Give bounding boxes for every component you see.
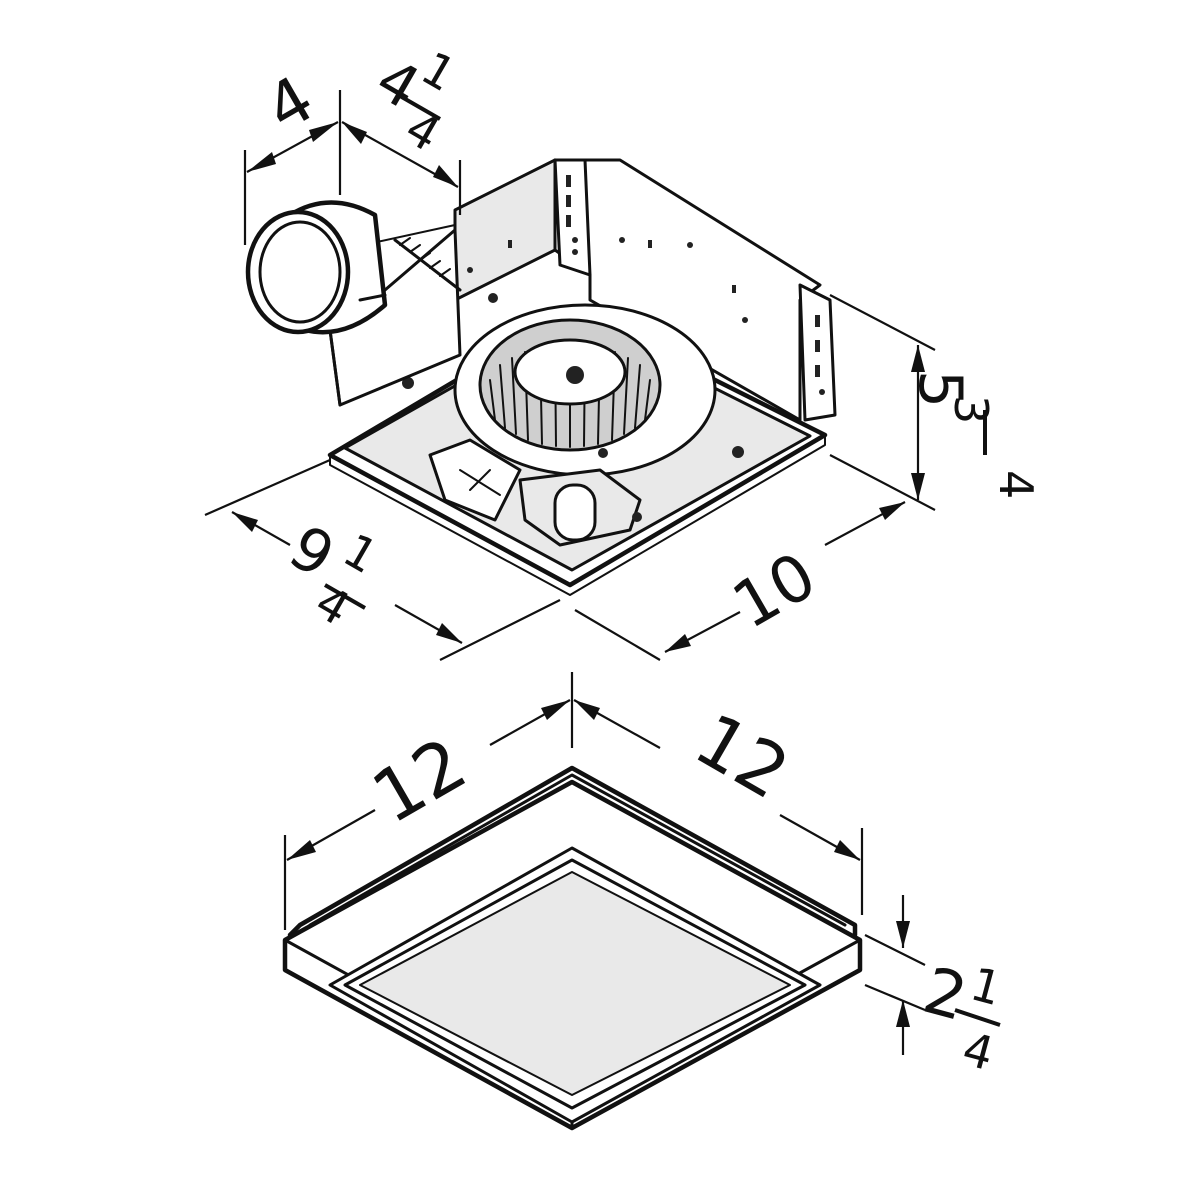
arrowhead	[834, 840, 860, 860]
arrowhead	[433, 165, 458, 187]
grille-height-whole: 2	[916, 954, 974, 1036]
extension-line	[864, 934, 926, 966]
damper-rod-thread	[399, 237, 451, 277]
duct-collar-opening	[245, 209, 351, 335]
frame-screw	[598, 448, 608, 458]
frame-screw	[632, 512, 642, 522]
arrowhead	[541, 700, 570, 720]
grille-height-den: 4	[957, 1021, 999, 1081]
extension-line	[574, 609, 661, 661]
duct-transition-edge	[328, 328, 342, 407]
extension-line	[829, 454, 936, 511]
arrowhead	[896, 1000, 910, 1027]
duct-collar-tab	[358, 293, 387, 302]
arrowhead	[342, 122, 367, 144]
arrowhead	[436, 623, 462, 643]
dimension-grille-height: 2 1 4	[864, 895, 1007, 1081]
grille-width-label: 12	[359, 721, 480, 840]
duct-collar-inner	[258, 220, 342, 324]
arrowhead	[665, 634, 691, 652]
arrowhead	[911, 345, 925, 372]
arrowhead	[287, 840, 316, 860]
arrowhead	[574, 700, 600, 720]
motor-detail	[459, 469, 501, 496]
motor-capacitor	[553, 483, 597, 542]
housing-height-whole: 5	[905, 370, 975, 408]
housing-height-den: 4	[989, 470, 1043, 499]
fan-housing	[245, 158, 837, 596]
arrowhead	[309, 122, 338, 142]
arrowhead	[879, 502, 905, 520]
dimension-housing-height: 5 3 4	[829, 294, 1043, 511]
grille	[282, 765, 863, 1131]
extension-line	[439, 599, 561, 661]
housing-height-num: 3	[944, 395, 998, 424]
grille-length-label: 12	[682, 697, 803, 816]
arrowhead	[247, 152, 276, 172]
housing-length-label: 10	[721, 539, 829, 644]
grille-rim-edge	[308, 773, 847, 927]
arrowhead	[911, 473, 925, 500]
grille-lens	[359, 871, 791, 1096]
fraction-bar	[399, 94, 441, 121]
frame-screw	[402, 377, 414, 389]
arrowhead	[896, 921, 910, 948]
extension-line	[204, 458, 331, 517]
fraction-bar	[324, 583, 366, 610]
extension-line	[864, 983, 926, 1012]
frame-screw	[732, 446, 744, 458]
housing-back-left-panel	[453, 158, 557, 302]
fraction-bar	[954, 1008, 1001, 1027]
arrowhead	[232, 512, 258, 532]
duct-offset-den: 4	[397, 101, 449, 162]
housing-frame-edge	[329, 434, 826, 596]
blower-hub	[566, 366, 584, 384]
mounting-bracket-left	[553, 158, 592, 277]
damper-rod	[393, 238, 462, 292]
mounting-bracket-right	[798, 283, 837, 422]
extension-line	[829, 294, 936, 351]
